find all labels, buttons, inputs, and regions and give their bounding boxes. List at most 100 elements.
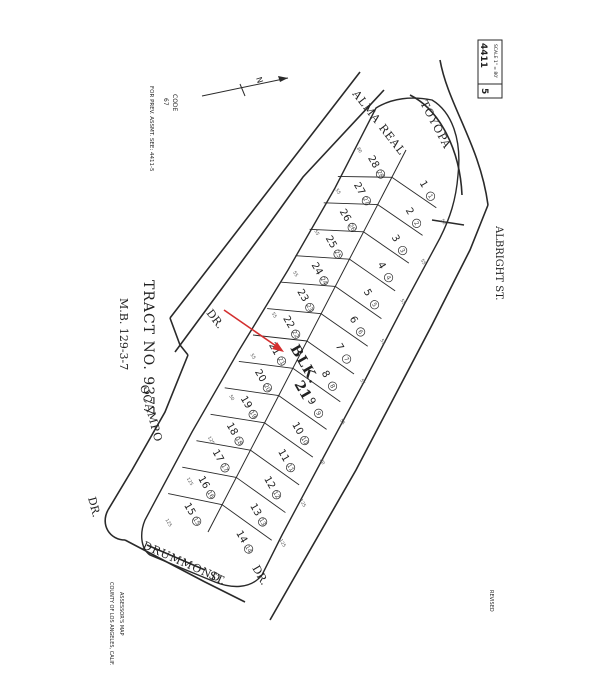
assessor-note: ASSESSOR'S MAP <box>118 592 124 636</box>
ocampo-drummond-curve <box>104 509 126 541</box>
block-21-outline <box>141 97 460 588</box>
parcel-circle <box>220 463 230 473</box>
assessor-page-number: 5 <box>479 88 489 94</box>
parcel-circle <box>300 435 310 446</box>
parcel-number: 12 <box>271 490 281 500</box>
parcel-number: 24 <box>319 276 329 286</box>
lot-number: 7 <box>333 342 346 353</box>
parcel-number: 28 <box>375 169 385 179</box>
parcel-number: 26 <box>347 223 357 233</box>
tract-title: TRACT NO. 9377 <box>140 280 156 416</box>
county-notes: COUNTY OF LOS ANGELES, CALIF. ASSESSOR'S… <box>108 582 494 666</box>
parcel-number: 9 <box>314 410 322 417</box>
lot-line-east <box>349 258 396 292</box>
lot-line-west <box>238 360 293 369</box>
parcel-circle <box>305 302 315 313</box>
lot-number: 28 <box>365 154 381 171</box>
lot-number: 3 <box>389 233 402 244</box>
lot-number: 22 <box>280 314 296 331</box>
lot-line-west <box>309 228 364 233</box>
lot-line-west <box>267 308 322 315</box>
dimension-label: 125 <box>277 538 287 549</box>
lot-number: 16 <box>195 474 211 491</box>
parcel-number: 23 <box>304 303 314 313</box>
parcel-circle <box>361 196 371 206</box>
lot-line-east <box>335 286 382 319</box>
block-boundary <box>141 97 460 588</box>
right-street-east-edge <box>269 204 489 621</box>
dimension-label: 55 <box>399 298 407 306</box>
parcel-circle <box>375 169 386 179</box>
lot-east-6: 66 <box>347 315 366 337</box>
lot-number: 27 <box>351 181 367 198</box>
parcel-circle <box>319 276 329 286</box>
lot-number: 1 <box>417 179 430 190</box>
dimension-label: 50 <box>439 218 447 226</box>
lot-number: 5 <box>361 287 374 298</box>
dimension-label: 55 <box>334 188 342 196</box>
ocampo-dr-label: DR. <box>85 495 103 518</box>
alma-real-west-edge <box>169 71 361 319</box>
lot-line-west <box>168 493 223 506</box>
parcel-number: 25 <box>333 249 343 259</box>
parcel-circle <box>206 489 216 500</box>
parcel-number: 7 <box>342 356 350 363</box>
lot-line-west <box>182 466 237 478</box>
parcel-number: 20 <box>262 383 272 393</box>
lot-number: 25 <box>323 234 339 251</box>
lot-line-west <box>281 281 336 287</box>
parcel-circle <box>347 222 357 232</box>
parcel-circle <box>426 191 436 201</box>
parcel-circle <box>328 381 338 391</box>
parcel-number: 17 <box>220 463 230 473</box>
parcel-number: 5 <box>370 302 378 309</box>
prev-assessment-note: FOR PREV. ASSMT. SEE: 4411-5 <box>148 86 154 172</box>
parcel-circle <box>262 383 272 393</box>
dimension-label: 80 <box>355 146 363 154</box>
dimension-label: 125 <box>298 498 308 509</box>
lot-line-east <box>264 422 314 458</box>
lot-number: 18 <box>224 421 240 438</box>
lot-labels: 1122334455667788991010111112121313141428… <box>181 154 436 554</box>
parcel-number: 16 <box>205 490 215 500</box>
lot-line-east <box>391 176 437 209</box>
lot-number: 14 <box>233 529 249 546</box>
parcel-circle <box>333 249 343 259</box>
lot-line-east <box>320 313 368 347</box>
lot-number: 2 <box>403 206 416 217</box>
code-value: 67 <box>162 98 169 106</box>
lot-east-9: 99 <box>305 396 324 418</box>
lot-east-3: 33 <box>389 233 408 256</box>
parcel-circle <box>314 408 324 418</box>
lot-east-7: 77 <box>333 342 352 364</box>
parcel-circle <box>244 544 254 554</box>
parcel-circle <box>412 218 422 228</box>
dimension-labels: 8050555555555555555555555080125125125125… <box>164 146 448 548</box>
parcel-number: 4 <box>384 274 392 281</box>
parcel-number: 10 <box>299 436 309 446</box>
tract-info: TRACT NO. 9377 M.B. 129-3-7 CODE 67 FOR … <box>117 86 178 416</box>
lot-line-east <box>306 340 355 375</box>
lot-number: 24 <box>309 261 325 278</box>
parcel-number: 8 <box>328 383 336 390</box>
north-arrow-label: N <box>254 76 264 84</box>
parcel-number: 27 <box>361 196 371 206</box>
dimension-label: 55 <box>312 229 320 237</box>
lot-number: 9 <box>305 396 318 407</box>
alma-real-east-edge-upper <box>174 89 385 353</box>
parcel-circle <box>342 354 352 364</box>
lot-line-east <box>278 395 327 430</box>
parcel-number: 11 <box>285 463 295 473</box>
lot-number: 26 <box>337 207 353 224</box>
map-book-reference: M.B. 129-3-7 <box>117 298 130 370</box>
lot-number: 19 <box>238 394 254 411</box>
parcel-number: 22 <box>290 329 300 339</box>
red-pointer-arrow-icon <box>223 309 284 352</box>
lot-east-8: 88 <box>319 369 338 391</box>
lot-line-east <box>292 367 341 403</box>
